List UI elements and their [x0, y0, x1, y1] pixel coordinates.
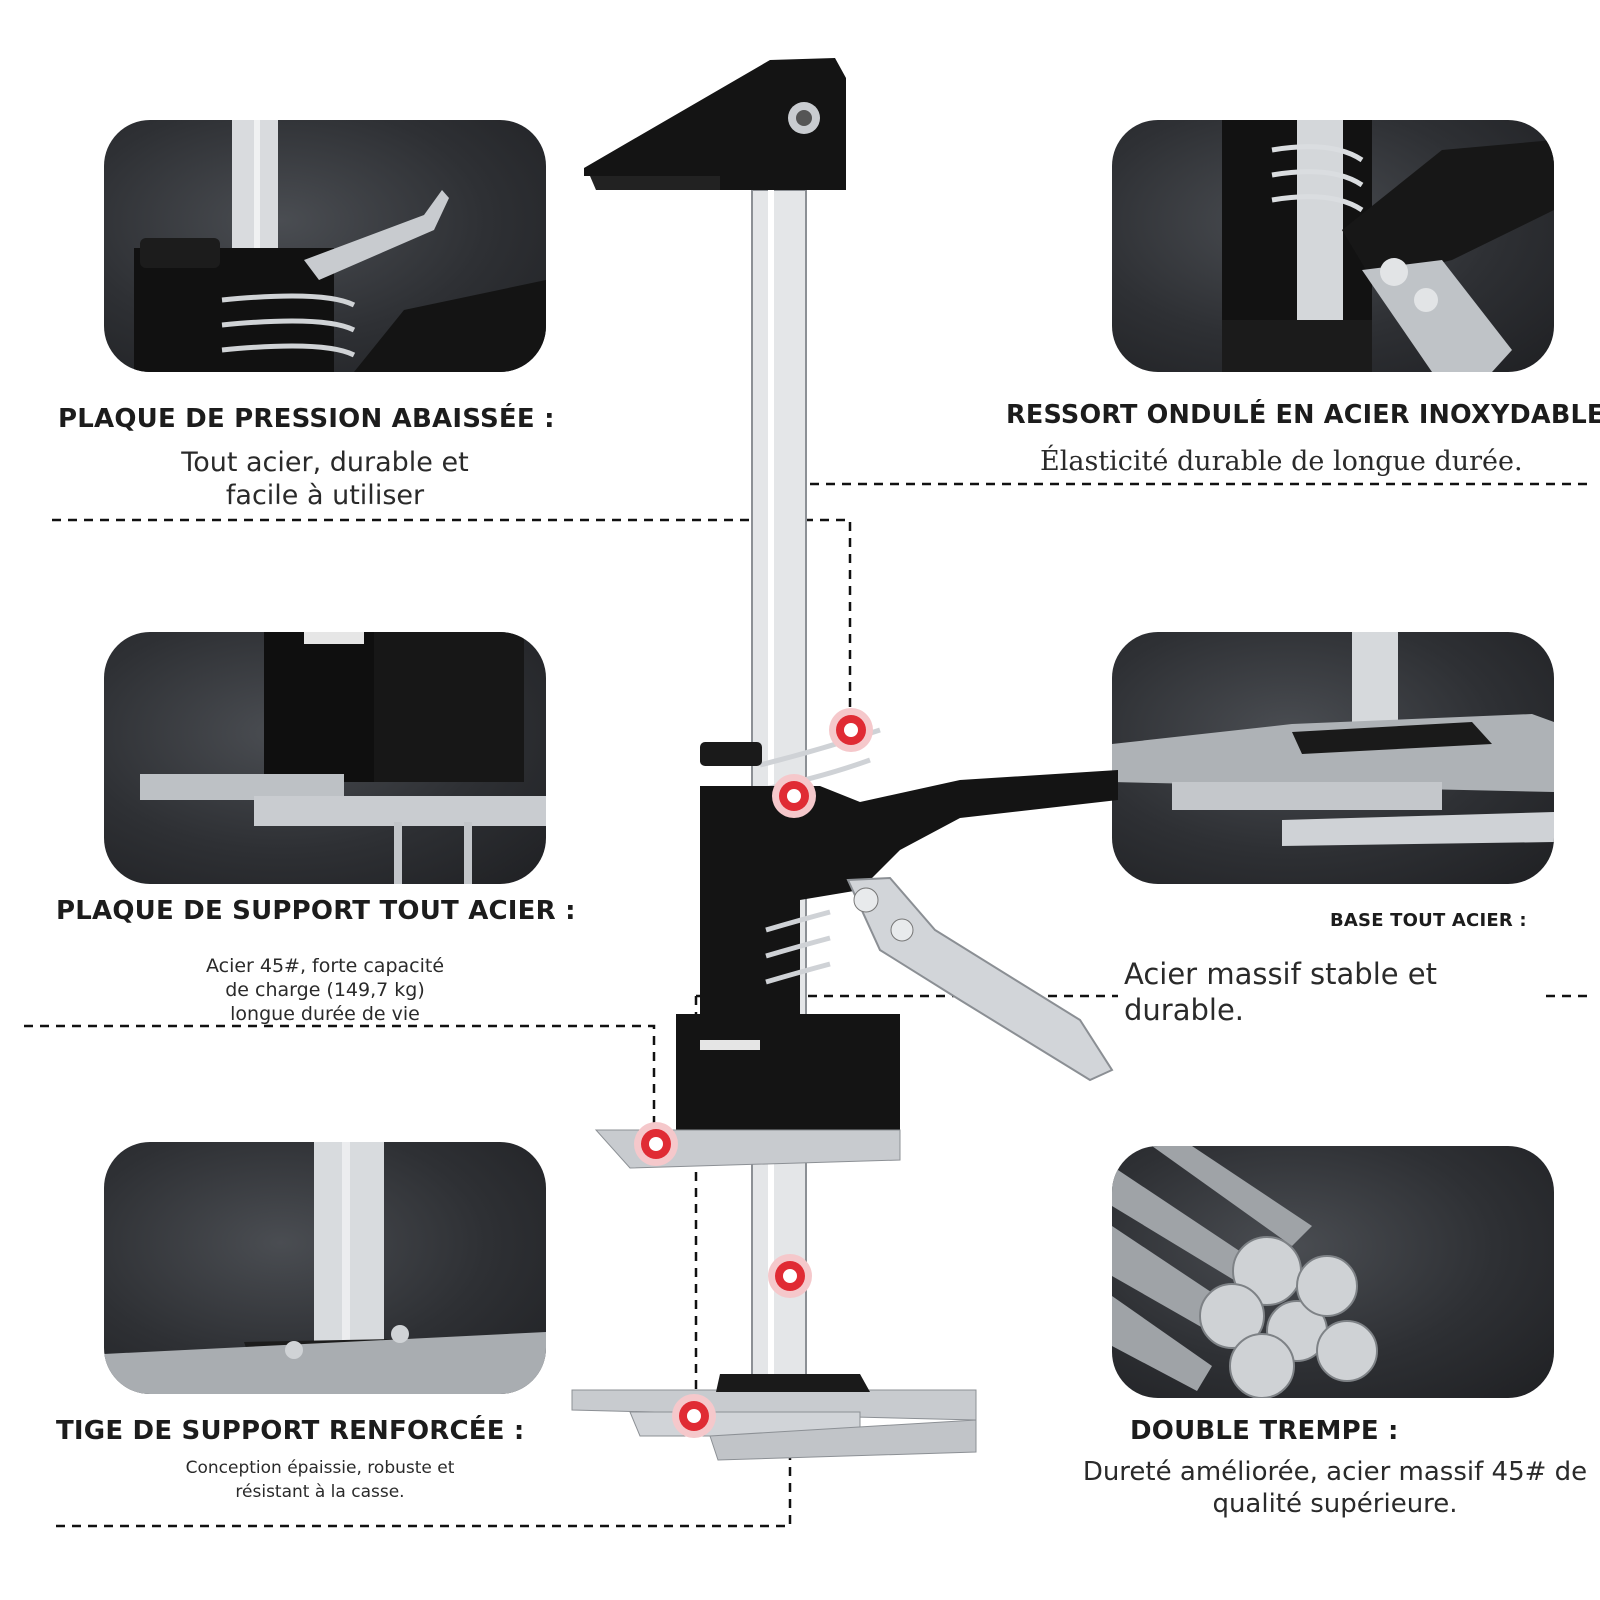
- feature-desc-support-plate: Acier 45#, forte capacité de charge (149…: [200, 954, 450, 1026]
- feature-title-double-hardening: DOUBLE TREMPE :: [1130, 1416, 1399, 1446]
- desc-line: Acier 45#, forte capacité: [205, 955, 445, 977]
- desc-line: durable.: [1124, 993, 1245, 1027]
- marker-base: [672, 1394, 716, 1438]
- desc-line: qualité supérieure.: [1212, 1489, 1458, 1519]
- marker-pressure-plate: [829, 708, 873, 752]
- feature-title-wave-spring: RESSORT ONDULÉ EN ACIER INOXYDABLE: [1006, 400, 1600, 430]
- detail-photo-support-rod: [104, 1142, 546, 1394]
- base-block: [716, 1374, 870, 1392]
- detail-photo-pressure-plate: [104, 120, 546, 372]
- marker-support-plate: [634, 1122, 678, 1166]
- feature-desc-steel-base: Acier massif stable et durable.: [1124, 956, 1484, 1028]
- desc-line: longue durée de vie: [230, 1003, 420, 1025]
- steel-handle: [846, 876, 1114, 1082]
- desc-line: de charge (149,7 kg): [225, 979, 425, 1001]
- desc-line: résistant à la casse.: [235, 1482, 405, 1502]
- feature-title-pressure-plate: PLAQUE DE PRESSION ABAISSÉE :: [58, 404, 555, 434]
- desc-line: Acier massif stable et: [1124, 957, 1438, 991]
- detail-photo-support-plate: [104, 632, 546, 884]
- marker-dots: [634, 708, 873, 1438]
- desc-line: Élasticité durable de longue durée.: [1040, 446, 1523, 477]
- desc-line: facile à utiliser: [225, 480, 425, 511]
- desc-line: Tout acier, durable et: [181, 447, 469, 478]
- feature-title-steel-base: BASE TOUT ACIER :: [1330, 910, 1527, 931]
- tool-body: [700, 770, 1118, 1018]
- feature-desc-pressure-plate: Tout acier, durable et facile à utiliser: [170, 446, 480, 512]
- top-clamp: [584, 58, 846, 190]
- feature-desc-double-hardening: Dureté améliorée, acier massif 45# de qu…: [1080, 1456, 1590, 1520]
- feature-desc-wave-spring: Élasticité durable de longue durée.: [1040, 446, 1523, 477]
- marker-support-rod: [768, 1254, 812, 1298]
- feature-title-support-rod: TIGE DE SUPPORT RENFORCÉE :: [56, 1416, 525, 1446]
- detail-photo-wave-spring: [1112, 120, 1554, 372]
- marker-wave-spring: [772, 774, 816, 818]
- desc-line: Dureté améliorée, acier massif 45# de: [1082, 1457, 1588, 1487]
- detail-photo-steel-base: [1112, 632, 1554, 884]
- desc-line: Conception épaissie, robuste et: [185, 1458, 455, 1478]
- feature-desc-support-rod: Conception épaissie, robuste et résistan…: [160, 1456, 480, 1504]
- detail-photo-steel-rods: [1112, 1146, 1554, 1398]
- lower-block: [676, 1014, 900, 1136]
- feature-title-support-plate: PLAQUE DE SUPPORT TOUT ACIER :: [56, 896, 576, 926]
